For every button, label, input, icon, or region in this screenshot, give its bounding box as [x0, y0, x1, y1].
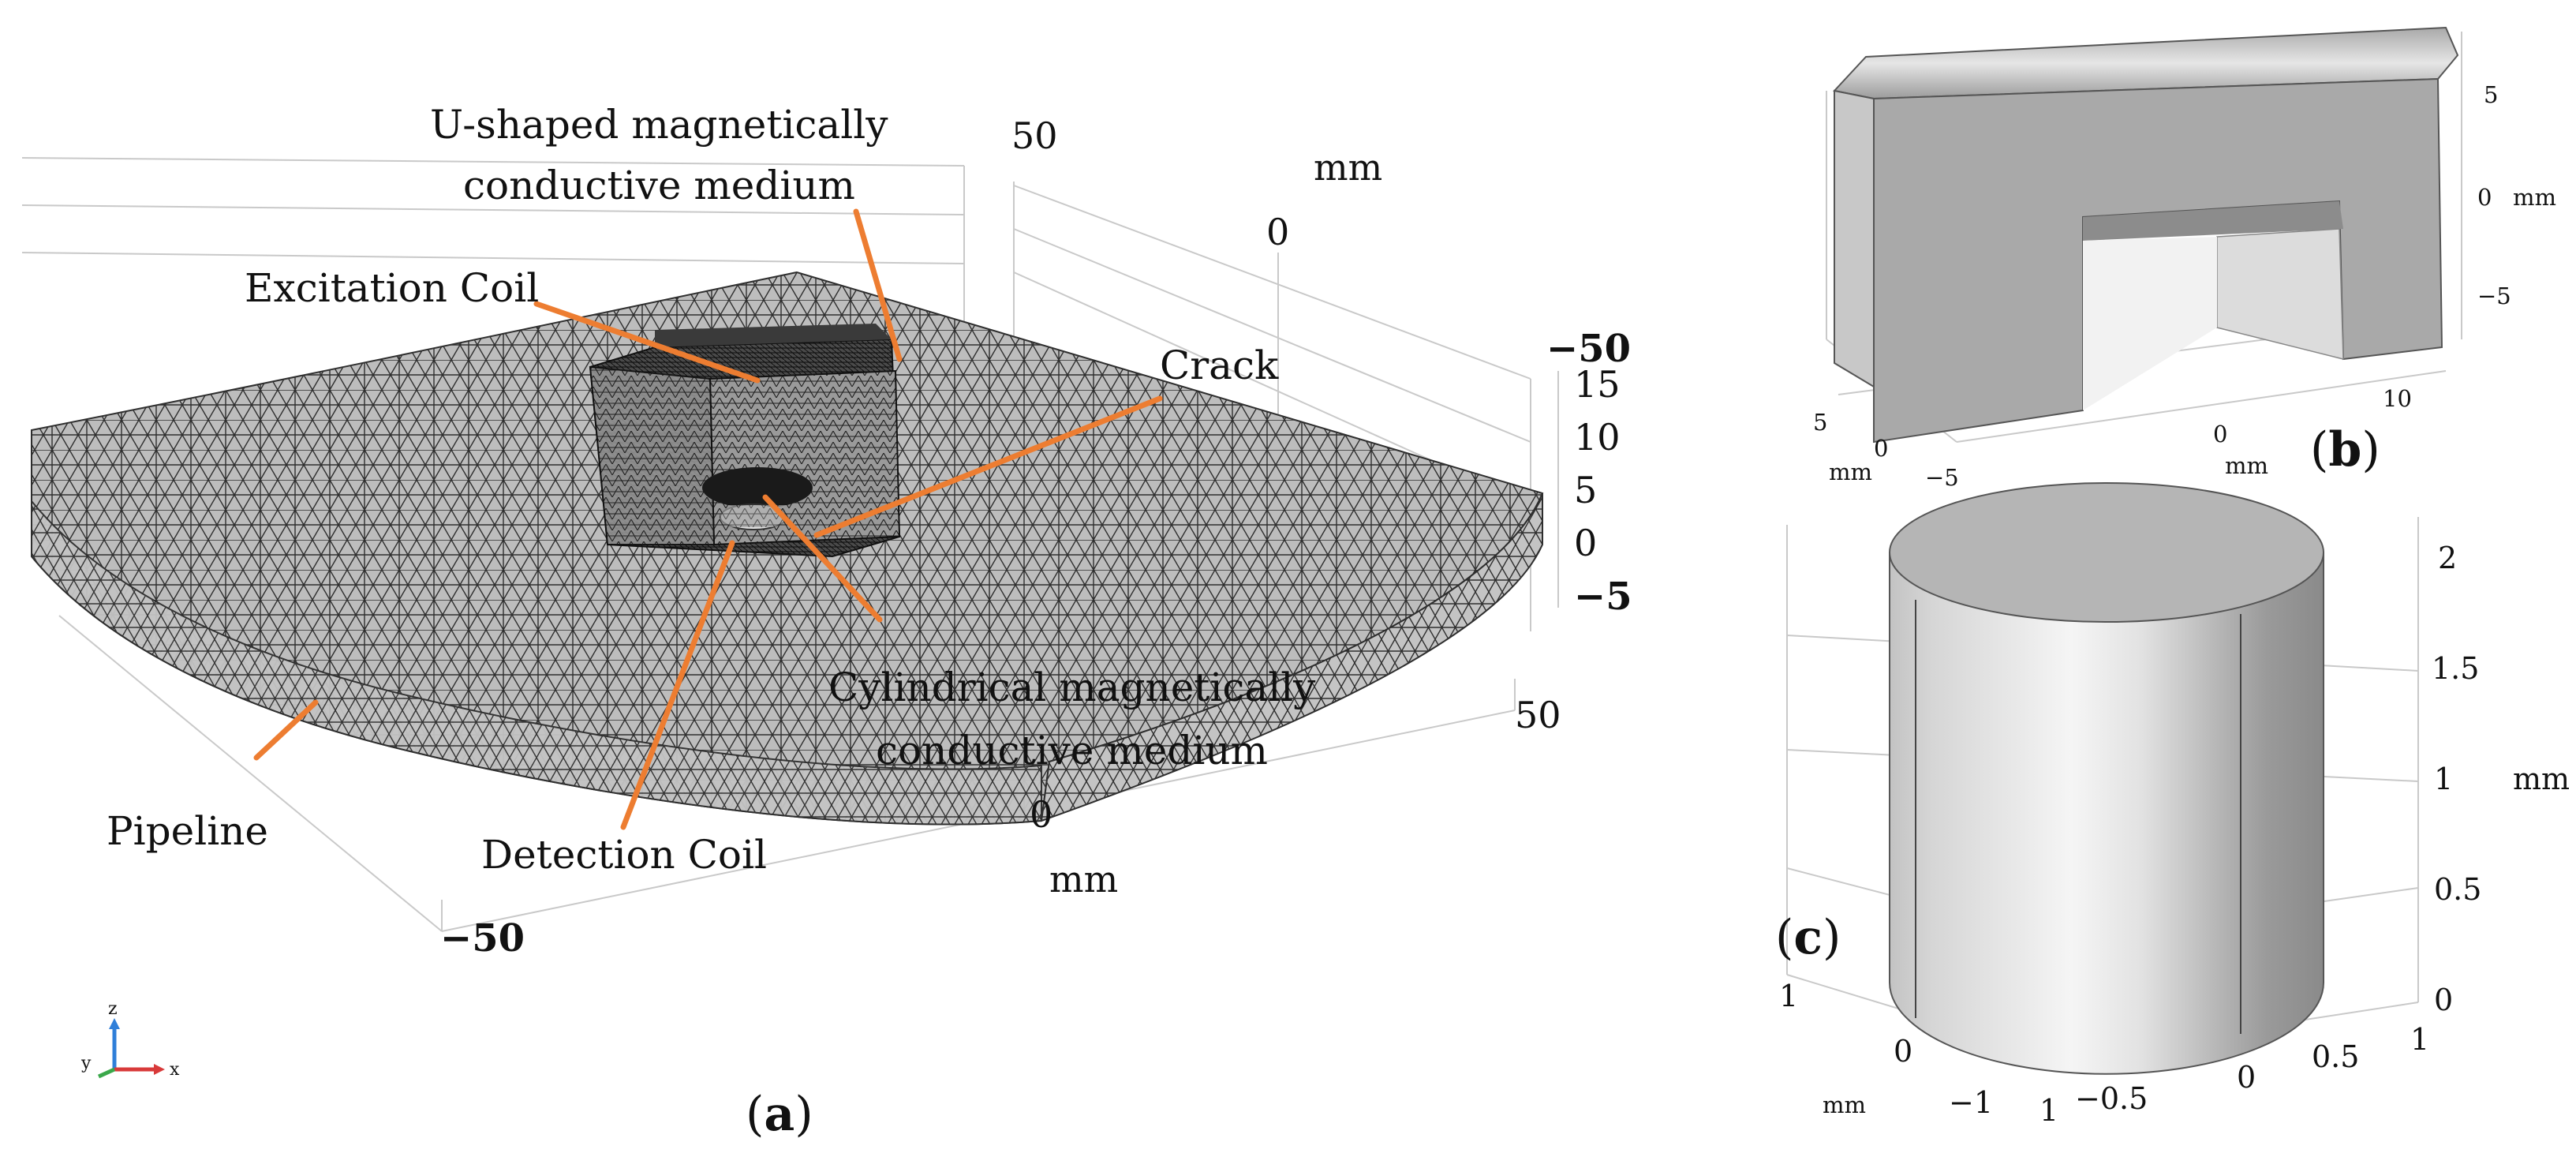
label-cylindrical-line1: Cylindrical magnetically: [828, 665, 1316, 710]
panel-c-label: (c): [1775, 910, 1841, 965]
c-z-tick-0-5: 0.5: [2434, 872, 2481, 907]
leader-excitation-coil: [533, 301, 761, 384]
c-x-tick-0: 0: [2237, 1060, 2256, 1095]
annotation-leaders: [253, 208, 1163, 830]
b-y-tick-0: 0: [1874, 435, 1888, 462]
panel-a-label: (a): [746, 1087, 813, 1142]
b-y-tick-neg5: −5: [1925, 464, 1959, 491]
label-detection-coil: Detection Coil: [481, 832, 767, 878]
y-tick-bottom: −50: [1546, 327, 1631, 371]
label-cylindrical-line2: conductive medium: [876, 728, 1268, 773]
cylindrical-medium-solid: [1889, 482, 2324, 1075]
c-x-tick-neg0-5: −0.5: [2075, 1081, 2148, 1116]
label-pipeline: Pipeline: [107, 808, 268, 854]
c-y-tick-neg1: −1: [1949, 1085, 1993, 1120]
b-z-tick-0: 0: [2477, 184, 2492, 211]
c-z-tick-1-5: 1.5: [2432, 651, 2479, 686]
panel-c: 2 1.5 1 mm 0.5 0 1 0 mm −1 1 −0.5 0 0.5 …: [1775, 482, 2570, 1128]
triad-x-label: x: [170, 1060, 180, 1080]
b-z-unit: mm: [2513, 184, 2556, 211]
b-y-unit: mm: [1829, 459, 1872, 485]
label-u-shaped-line1: U-shaped magnetically: [430, 102, 888, 148]
axis-triad: z y x: [80, 999, 180, 1080]
b-z-tick-neg5: −5: [2477, 283, 2511, 309]
label-u-shaped-line2: conductive medium: [463, 163, 855, 208]
c-z-unit: mm: [2513, 762, 2570, 796]
annotation-labels: U-shaped magnetically conductive medium …: [107, 102, 1316, 878]
y-unit-label: mm: [1314, 146, 1382, 189]
panel-c-ticks: 2 1.5 1 mm 0.5 0 1 0 mm −1 1 −0.5 0 0.5 …: [1779, 541, 2570, 1128]
panel-a-tick-labels: 50 mm 0 −50 15 10 5 0 −5 50 0 mm −50: [440, 114, 1632, 960]
b-x-tick-0: 0: [2213, 421, 2227, 447]
panel-b: 5 0 mm −5 5 0 mm −5 0 mm 10 (b): [1813, 26, 2556, 491]
z-tick-neg5: −5: [1574, 575, 1632, 619]
b-x-unit: mm: [2225, 452, 2268, 479]
b-y-tick-5: 5: [1813, 409, 1827, 436]
leader-pipeline: [253, 699, 319, 761]
c-y-tick-0: 0: [1894, 1034, 1912, 1069]
c-x-tick-1-left: 1: [2039, 1093, 2058, 1128]
z-tick-10: 10: [1574, 416, 1621, 459]
x-tick-mid: 0: [1030, 793, 1052, 836]
c-x-tick-0-5: 0.5: [2312, 1039, 2359, 1074]
z-tick-0: 0: [1574, 522, 1597, 564]
c-z-tick-2: 2: [2438, 541, 2457, 575]
c-y-tick-1: 1: [1779, 979, 1798, 1013]
leader-u-shaped: [853, 208, 903, 362]
y-tick-top: 50: [1011, 114, 1058, 157]
y-tick-mid: 0: [1266, 211, 1289, 253]
z-tick-5: 5: [1574, 469, 1597, 511]
label-crack: Crack: [1160, 343, 1279, 388]
x-tick-right: 50: [1515, 694, 1561, 736]
z-tick-15: 15: [1574, 363, 1621, 406]
leader-cylindrical: [762, 494, 883, 623]
panel-a: U-shaped magnetically conductive medium …: [21, 102, 1632, 1142]
x-tick-left: −50: [440, 916, 525, 960]
c-x-tick-1-right: 1: [2410, 1022, 2429, 1057]
triad-z-label: z: [108, 999, 118, 1019]
leader-detection-coil: [620, 540, 735, 830]
b-z-tick-5: 5: [2484, 81, 2498, 108]
panel-b-ticks: 5 0 mm −5 5 0 mm −5 0 mm 10: [1813, 81, 2556, 491]
x-unit-label: mm: [1049, 858, 1118, 901]
triad-y-label: y: [80, 1054, 92, 1073]
u-shaped-medium-solid: [1833, 26, 2459, 444]
leader-crack: [813, 395, 1163, 538]
label-excitation-coil: Excitation Coil: [245, 265, 539, 311]
c-z-tick-0: 0: [2434, 983, 2453, 1017]
c-z-tick-1: 1: [2434, 762, 2453, 796]
panel-b-label: (b): [2310, 422, 2380, 477]
c-y-unit: mm: [1823, 1091, 1866, 1118]
b-x-tick-10: 10: [2383, 385, 2412, 412]
